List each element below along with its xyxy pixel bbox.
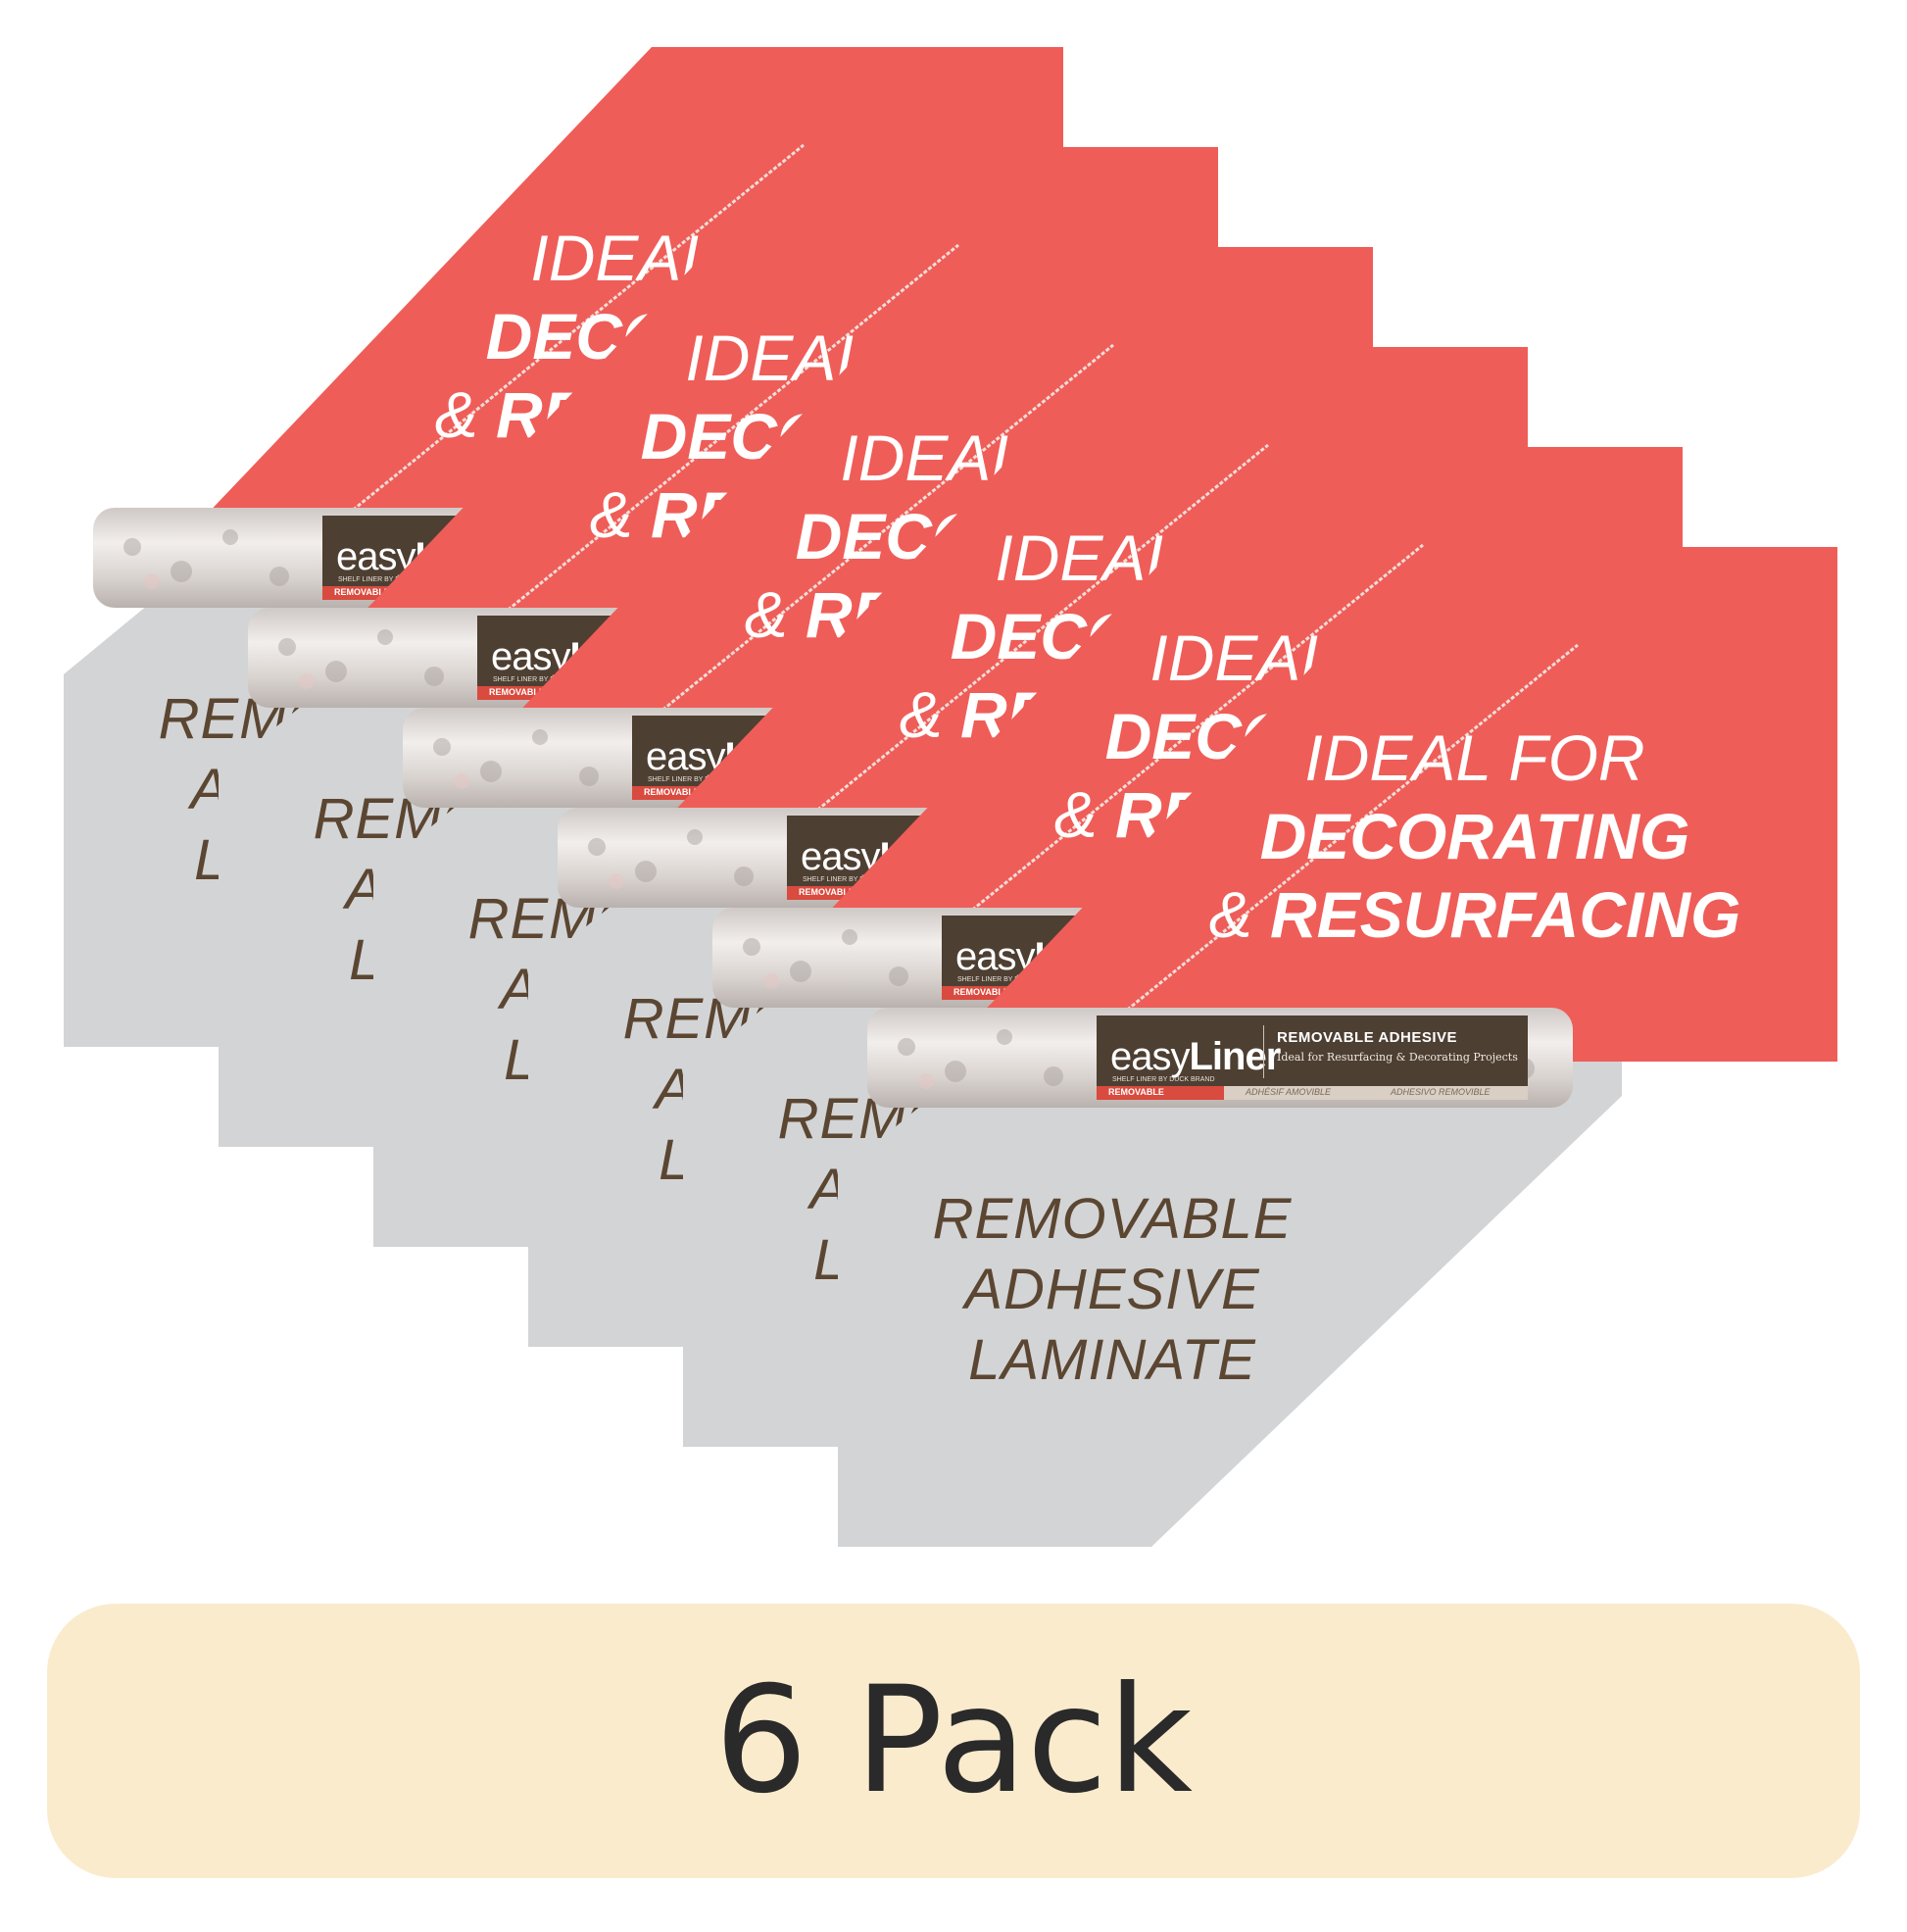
product-image-stack: IDEAL FOR DECORATING & RESURFACING REMOV… bbox=[64, 47, 1837, 1547]
ideal-for-text: IDEAL FOR DECORATING & RESURFACING bbox=[1208, 721, 1741, 951]
brand-sub: SHELF LINER BY DUCK BRAND bbox=[1112, 1076, 1215, 1083]
brand-label: easyLiner SHELF LINER BY DUCK BRAND REMO… bbox=[1097, 1016, 1528, 1100]
brand-sub: SHELF LINER BY DUCK BRAND bbox=[338, 576, 441, 583]
product-card-6: IDEAL FOR DECORATING & RESURFACING REMOV… bbox=[838, 547, 1837, 1547]
pack-size-label: 6 Pack bbox=[713, 1656, 1194, 1826]
label-strip: REMOVABLE ADHÉSIF AMOVIBLE ADHESIVO REMO… bbox=[1097, 1086, 1528, 1100]
label-title: REMOVABLE ADHESIVE bbox=[1277, 1029, 1458, 1046]
removable-adhesive-text: REMOVABLE ADHESIVE LAMINATE bbox=[932, 1187, 1293, 1392]
brand-sub: SHELF LINER BY DUCK BRAND bbox=[493, 676, 596, 683]
pack-size-banner: 6 Pack bbox=[47, 1604, 1860, 1878]
brand-sub: SHELF LINER BY DUCK BRAND bbox=[648, 776, 751, 783]
label-tagline: Ideal for Resurfacing & Decorating Proje… bbox=[1277, 1051, 1518, 1064]
brand-sub: SHELF LINER BY DUCK BRAND bbox=[957, 976, 1060, 983]
brand-name: easyLiner bbox=[1110, 1035, 1281, 1078]
brand-sub: SHELF LINER BY DUCK BRAND bbox=[803, 876, 905, 883]
card-background bbox=[838, 547, 1837, 1547]
label-divider bbox=[1263, 1025, 1264, 1078]
